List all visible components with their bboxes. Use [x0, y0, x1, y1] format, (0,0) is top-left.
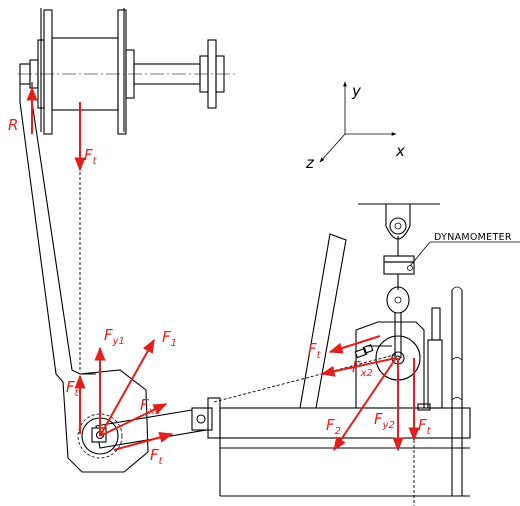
label-ft-top: Ft [84, 146, 98, 167]
axis-x-label: x [395, 142, 405, 160]
force-f1-arrow [99, 338, 155, 437]
coordinate-axes [319, 81, 397, 163]
label-ft-right: Ft [308, 340, 322, 361]
label-fx2: Fx2 [352, 358, 373, 379]
label-r: R [8, 116, 18, 134]
label-ft-left: Ft [66, 378, 80, 399]
axis-y-label: y [351, 82, 362, 100]
machine-frame [219, 233, 471, 497]
tangent-line [213, 353, 399, 403]
labels: R Ft y x z DYNAMOMETER Fy1 F1 Ft Fx1 Ft … [8, 82, 512, 467]
axis-z-label: z [305, 154, 315, 172]
label-ft-bottom: Ft [150, 446, 164, 467]
dynamometer-label: DYNAMOMETER [434, 232, 512, 243]
label-fy2: Fy2 [374, 410, 395, 431]
dynamometer-assembly [358, 203, 520, 358]
label-ft-far: Ft [418, 416, 432, 437]
spool-assembly [18, 8, 236, 135]
label-f2: F2 [326, 416, 341, 437]
force-fx2-arrow [320, 357, 397, 377]
label-fx1: Fx1 [140, 396, 161, 417]
force-vectors [26, 86, 420, 452]
label-fy1: Fy1 [104, 326, 125, 347]
force-f2-arrow [333, 357, 397, 452]
force-ft-right-arrow [328, 335, 381, 354]
force-ft-bottom-arrow [113, 431, 174, 451]
pendulum-arm [19, 82, 149, 473]
force-fx1-arrow [99, 403, 168, 437]
label-f1: F1 [162, 328, 177, 349]
